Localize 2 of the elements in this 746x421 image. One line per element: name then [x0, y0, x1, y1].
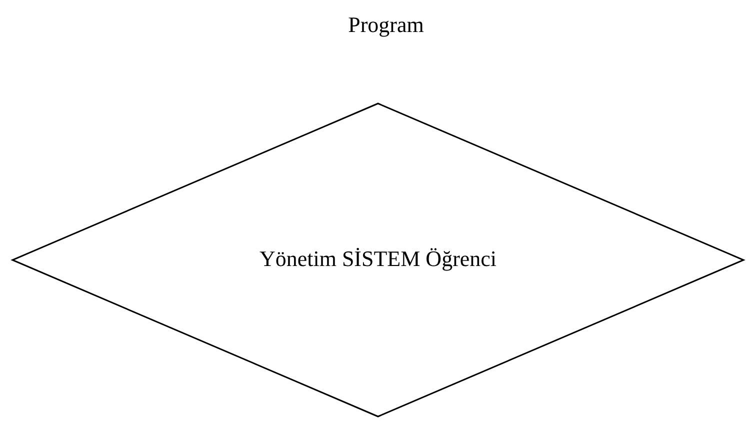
diagram-title: Program	[347, 12, 425, 38]
node-label: Yönetim SİSTEM Öğrenci	[258, 246, 498, 272]
